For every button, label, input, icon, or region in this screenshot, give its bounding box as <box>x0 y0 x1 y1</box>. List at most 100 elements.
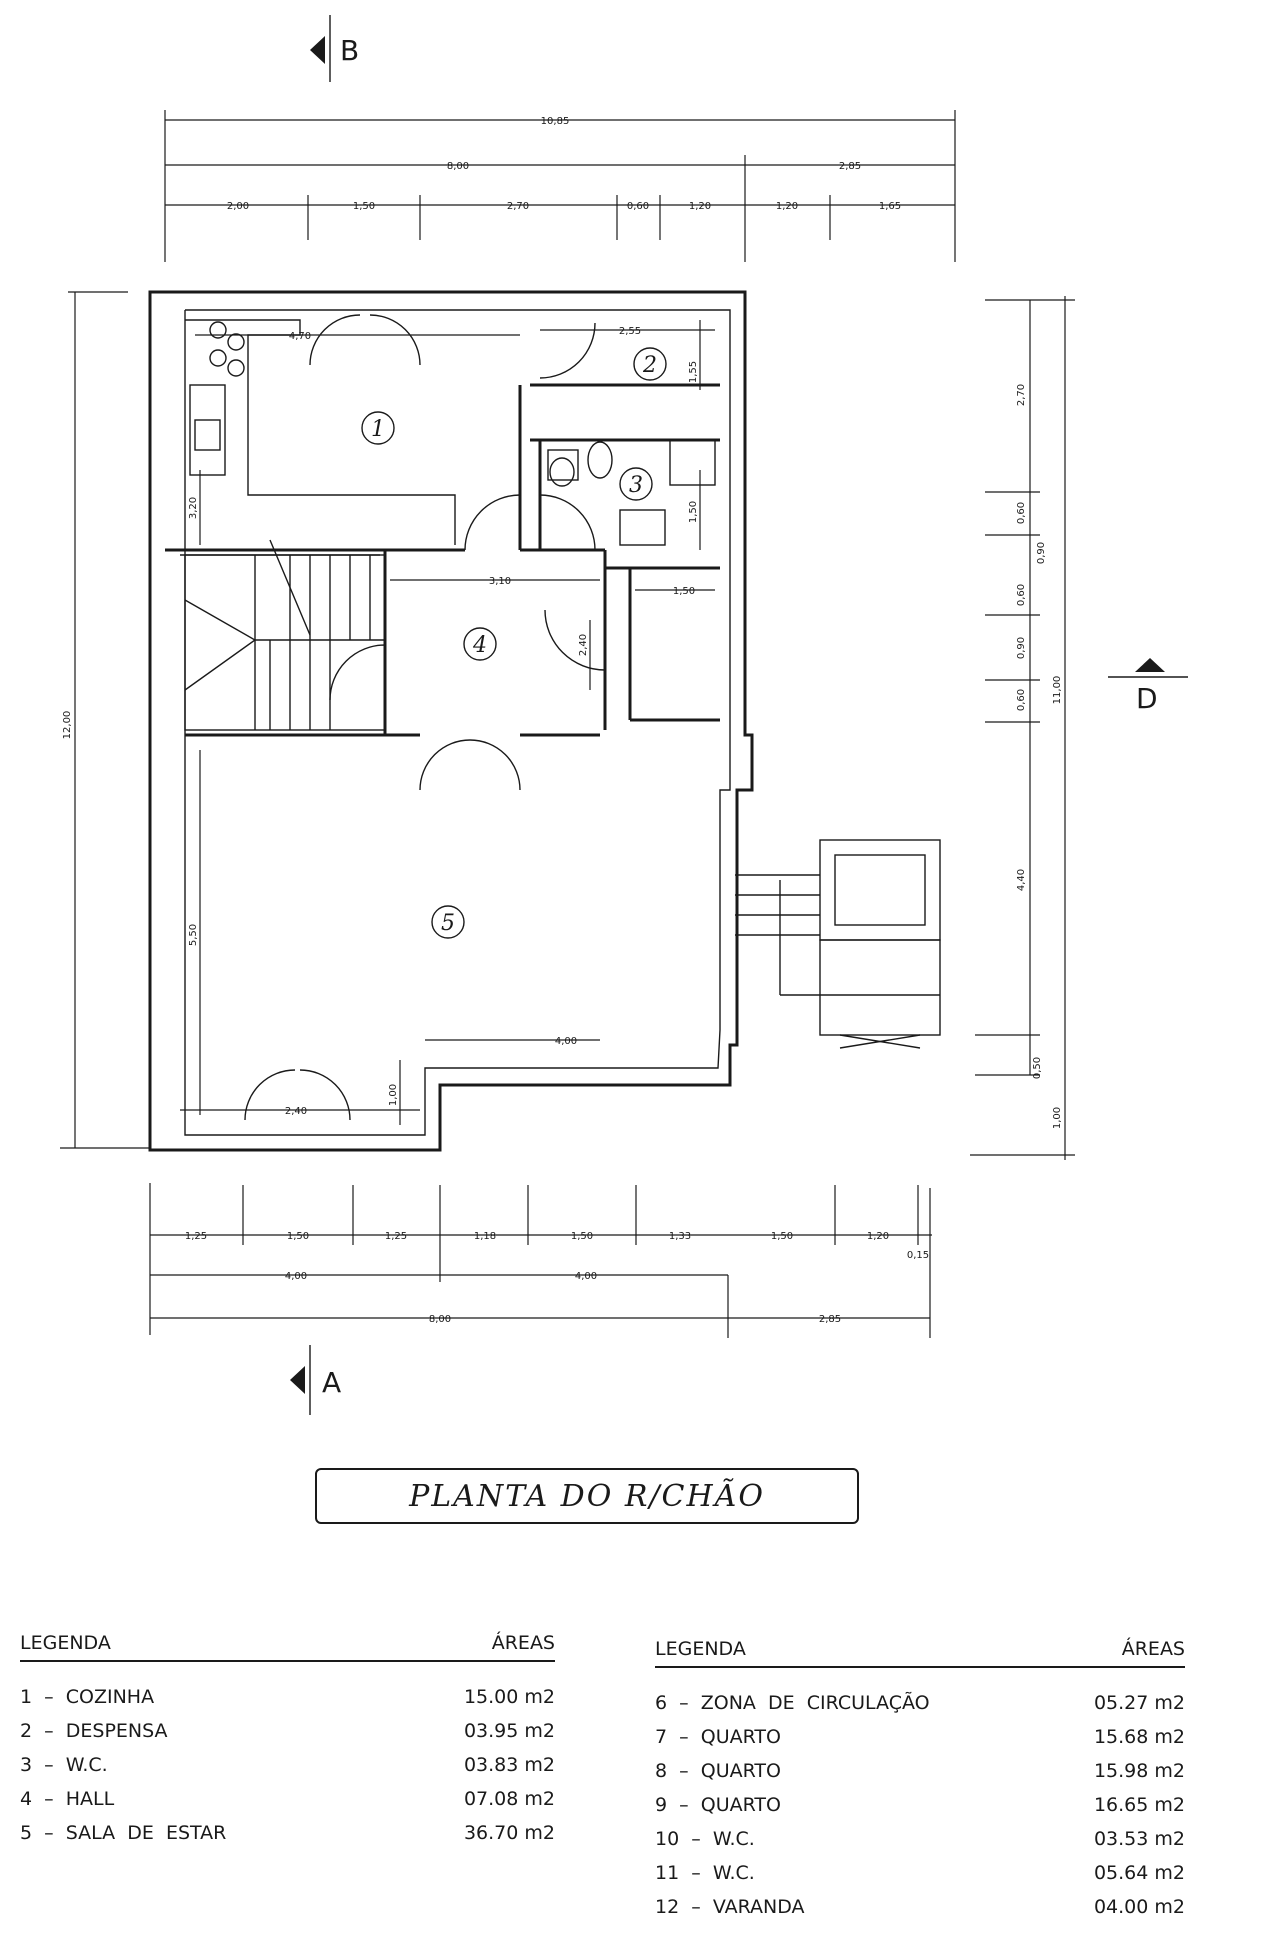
legend-row: 3 – W.C. 03.83 m2 <box>20 1748 555 1782</box>
legend-row: 6 – ZONA DE CIRCULAÇÃO 05.27 m2 <box>655 1686 1185 1720</box>
dim-int-12: 1,00 <box>388 1084 399 1106</box>
dim-bottom-chain-7: 1,50 <box>771 1231 793 1242</box>
dim-int-3: 1,55 <box>688 361 699 383</box>
legend-row-label: 6 – ZONA DE CIRCULAÇÃO <box>655 1692 930 1714</box>
dim-top-b: 2,85 <box>839 161 861 172</box>
top-dimensions: 10,85 8,00 2,85 2,00 1,50 2,70 0,60 1,20… <box>164 110 956 262</box>
legend-row-label: 11 – W.C. <box>655 1862 755 1884</box>
legend-right: LEGENDA ÁREAS 6 – ZONA DE CIRCULAÇÃO 05.2… <box>655 1638 1185 1924</box>
legend-row-area: 04.00 m2 <box>1093 1896 1185 1918</box>
dim-top-chain-6: 1,20 <box>776 201 798 212</box>
section-label-b: B <box>340 34 359 67</box>
dim-int-5: 1,50 <box>688 501 699 523</box>
plan-title: PLANTA DO R/CHÃO <box>409 1478 765 1514</box>
dim-bottom-mid-1: 4,00 <box>285 1271 307 1282</box>
legend-row-label: 10 – W.C. <box>655 1828 755 1850</box>
legend-row-area: 16.65 m2 <box>1093 1794 1185 1816</box>
legend-right-header-label: LEGENDA <box>655 1638 746 1660</box>
dim-top-chain-2: 1,50 <box>353 201 375 212</box>
plan-title-box: PLANTA DO R/CHÃO <box>315 1468 859 1524</box>
bottom-dimensions: 1,25 1,50 1,25 1,18 1,50 1,33 1,50 1,20 … <box>149 1183 932 1338</box>
legend-row: 1 – COZINHA 15.00 m2 <box>20 1680 555 1714</box>
dim-int-8: 2,40 <box>578 634 589 656</box>
left-dimension: 12,00 <box>60 291 150 1149</box>
room-number-1: 1 <box>371 417 385 442</box>
legend-row-area: 15.68 m2 <box>1093 1726 1185 1748</box>
dim-bottom-chain-4: 1,18 <box>474 1231 496 1242</box>
room-number-5: 5 <box>441 911 455 936</box>
dim-bottom-mid-2: 4,00 <box>575 1271 597 1282</box>
dim-bottom-extra: 0,15 <box>907 1250 929 1261</box>
dim-bottom-chain-1: 1,25 <box>185 1231 207 1242</box>
room-number-2: 2 <box>642 353 657 378</box>
building-outline <box>148 290 754 1152</box>
legend-row-label: 4 – HALL <box>20 1788 115 1810</box>
legend-row-label: 1 – COZINHA <box>20 1686 155 1708</box>
legend-row-area: 03.53 m2 <box>1093 1828 1185 1850</box>
dim-right-chain-9: 1,00 <box>1052 1107 1063 1129</box>
dim-right-total: 11,00 <box>1052 676 1063 705</box>
dim-right-chain-8: 0,50 <box>1032 1057 1043 1079</box>
dim-right-chain-5: 0,90 <box>1016 637 1027 659</box>
legend-row-label: 3 – W.C. <box>20 1754 108 1776</box>
dim-left-total: 12,00 <box>62 711 73 740</box>
legend-row-area: 05.64 m2 <box>1093 1862 1185 1884</box>
dim-top-chain-7: 1,65 <box>879 201 901 212</box>
legend-row-label: 7 – QUARTO <box>655 1726 781 1748</box>
dim-right-chain-4: 0,60 <box>1016 584 1027 606</box>
dim-right-chain-3: 0,90 <box>1036 542 1047 564</box>
dim-int-7: 1,50 <box>673 586 695 597</box>
section-mark-a: A <box>290 1345 341 1415</box>
dim-int-9: 5,50 <box>188 924 199 946</box>
section-label-d: D <box>1136 682 1158 715</box>
dim-top-chain-1: 2,00 <box>227 201 249 212</box>
legend-row-area: 03.95 m2 <box>463 1720 555 1742</box>
legend-row-area: 03.83 m2 <box>463 1754 555 1776</box>
room-number-3: 3 <box>629 473 643 498</box>
dim-bottom-total-b: 2,85 <box>819 1314 841 1325</box>
dim-bottom-chain-8: 1,20 <box>867 1231 889 1242</box>
section-mark-b: B <box>310 15 359 82</box>
legend-row-label: 9 – QUARTO <box>655 1794 781 1816</box>
kitchen-counter <box>185 319 456 545</box>
dim-right-chain-1: 2,70 <box>1016 384 1027 406</box>
legend-row: 10 – W.C. 03.53 m2 <box>655 1822 1185 1856</box>
dim-int-6: 3,10 <box>489 576 511 587</box>
dim-bottom-total-a: 8,00 <box>429 1314 451 1325</box>
dim-int-2: 2,55 <box>619 326 641 337</box>
room-number-4: 4 <box>472 633 487 658</box>
dim-top-chain-5: 1,20 <box>689 201 711 212</box>
dim-int-11: 2,40 <box>285 1106 307 1117</box>
legend-row: 4 – HALL 07.08 m2 <box>20 1782 555 1816</box>
dim-int-4: 3,20 <box>188 497 199 519</box>
doors <box>244 314 606 1121</box>
legend-row-area: 05.27 m2 <box>1093 1692 1185 1714</box>
legend-row-area: 15.00 m2 <box>463 1686 555 1708</box>
wc-fixtures <box>547 439 716 546</box>
exterior-stairs <box>735 839 941 1049</box>
dim-top-a: 8,00 <box>447 161 469 172</box>
legend-left-header-areas: ÁREAS <box>491 1632 555 1654</box>
dim-top-chain-3: 2,70 <box>507 201 529 212</box>
dim-bottom-chain-3: 1,25 <box>385 1231 407 1242</box>
dim-right-chain-7: 4,40 <box>1016 869 1027 891</box>
legend-row-area: 07.08 m2 <box>463 1788 555 1810</box>
dim-int-1: 4,70 <box>289 331 311 342</box>
section-mark-d: D <box>1108 658 1188 715</box>
staircase <box>184 539 386 731</box>
legend-row-area: 36.70 m2 <box>463 1822 555 1844</box>
legend-row: 9 – QUARTO 16.65 m2 <box>655 1788 1185 1822</box>
legend-right-header: LEGENDA ÁREAS <box>655 1638 1185 1668</box>
legend-row: 11 – W.C. 05.64 m2 <box>655 1856 1185 1890</box>
section-label-a: A <box>322 1366 341 1399</box>
legend-right-header-areas: ÁREAS <box>1121 1638 1185 1660</box>
dim-top-total: 10,85 <box>541 116 570 127</box>
dim-right-chain-6: 0,60 <box>1016 689 1027 711</box>
dim-bottom-chain-2: 1,50 <box>287 1231 309 1242</box>
interior-dimensions: 4,70 2,55 1,55 3,20 1,50 3,10 1,50 2,40 … <box>180 320 715 1125</box>
legend-row-area: 15.98 m2 <box>1093 1760 1185 1782</box>
